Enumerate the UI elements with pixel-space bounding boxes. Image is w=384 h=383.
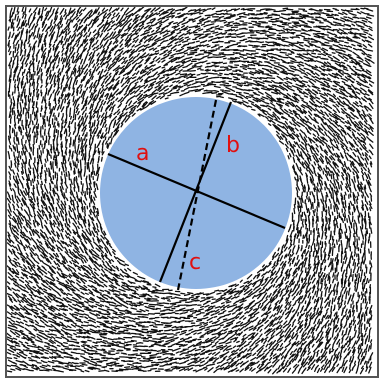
iron-filing-strokes: [5, 5, 375, 375]
label-a: a: [136, 141, 149, 166]
frame-border: [5, 5, 379, 378]
line-b: [158, 101, 233, 283]
label-b: b: [226, 133, 240, 158]
label-c: c: [189, 250, 201, 275]
iron-filings-field-pattern: [5, 5, 375, 375]
